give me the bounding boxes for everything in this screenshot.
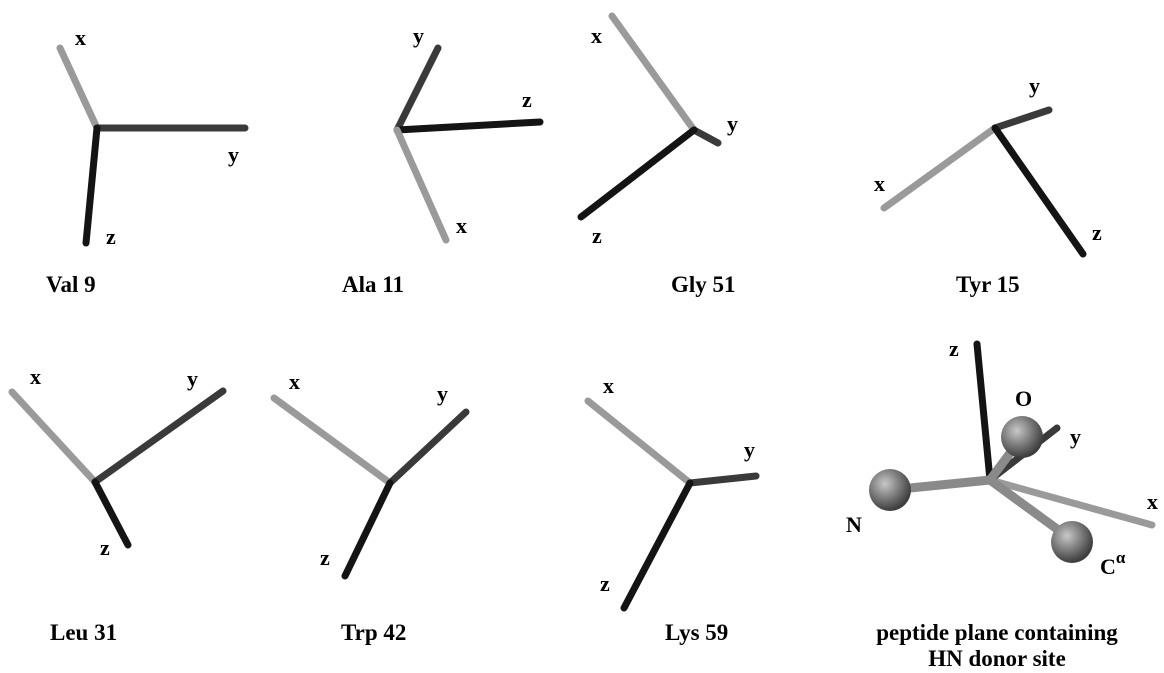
z-axis (973, 340, 994, 484)
x-axis-label: x (1147, 489, 1158, 514)
x-axis (584, 397, 694, 487)
z-axis (341, 479, 394, 580)
x-axis (270, 394, 394, 487)
frame-tyr-15: y x z Tyr 15 (874, 73, 1102, 297)
x-axis (56, 44, 101, 132)
x-axis-label: x (30, 364, 41, 389)
panel-caption: Leu 31 (50, 620, 117, 645)
x-axis-label: x (456, 213, 467, 238)
frame-ala-11: y z x Ala 11 (342, 23, 544, 297)
y-axis (690, 126, 722, 147)
z-axis-label: z (320, 545, 330, 570)
y-axis-label: y (187, 366, 198, 391)
x-axis (608, 12, 698, 134)
panel-caption: Lys 59 (665, 620, 728, 645)
z-axis-label: z (100, 535, 110, 560)
x-axis-label: x (874, 171, 885, 196)
z-axis (620, 479, 694, 612)
ca-atom-label: Cα (1100, 548, 1126, 579)
frame-leu-31: x y z Leu 31 (8, 364, 227, 645)
z-axis (91, 478, 132, 549)
y-axis-label: y (413, 23, 424, 48)
panel-caption: Tyr 15 (956, 272, 1020, 297)
z-axis-label: z (600, 571, 610, 596)
y-axis-label: y (437, 381, 448, 406)
ca-atom (1051, 521, 1093, 563)
panel-caption: Ala 11 (342, 272, 404, 297)
z-axis-label: z (106, 224, 116, 249)
frame-peptide-plane: z y x O N Cα peptide plane containing HN… (846, 336, 1158, 671)
y-axis (393, 44, 442, 134)
panel-caption-line-2: HN donor site (928, 646, 1066, 671)
y-axis (386, 408, 470, 487)
o-atom (1001, 416, 1043, 458)
panel-caption-line-1: peptide plane containing (876, 620, 1118, 645)
x-axis (8, 388, 99, 486)
z-axis-label: z (592, 223, 602, 248)
y-axis-label: y (228, 142, 239, 167)
frame-lys-59: x y z Lys 59 (584, 373, 760, 645)
n-atom-label: N (846, 512, 862, 537)
z-axis (577, 126, 698, 221)
y-axis (686, 472, 760, 487)
z-axis (393, 118, 544, 134)
n-atom (869, 469, 911, 511)
z-axis (991, 124, 1087, 258)
alpha-superscript: α (1116, 548, 1126, 567)
x-axis (880, 124, 999, 212)
y-axis-label: y (1029, 73, 1040, 98)
z-axis (82, 124, 101, 247)
frame-val-9: x y z Val 9 (46, 25, 249, 297)
x-axis (986, 476, 1156, 529)
frame-gly-51: x y z Gly 51 (577, 12, 738, 297)
panel-caption: Trp 42 (341, 620, 406, 645)
z-axis-label: z (1092, 220, 1102, 245)
y-axis (91, 387, 227, 486)
frame-trp-42: x y z Trp 42 (270, 369, 470, 645)
y-axis-label: y (744, 437, 755, 462)
o-atom-label: O (1015, 386, 1032, 411)
panel-caption: Gly 51 (671, 272, 736, 297)
x-axis (393, 126, 450, 244)
z-axis-label: z (949, 336, 959, 361)
z-axis-label: z (522, 87, 532, 112)
x-axis-label: x (289, 369, 300, 394)
x-axis-label: x (603, 373, 614, 398)
x-axis-label: x (591, 23, 602, 48)
x-axis-label: x (75, 25, 86, 50)
y-axis-label: y (1070, 424, 1081, 449)
panel-caption: Val 9 (46, 272, 96, 297)
y-axis (991, 106, 1053, 132)
y-axis-label: y (727, 111, 738, 136)
